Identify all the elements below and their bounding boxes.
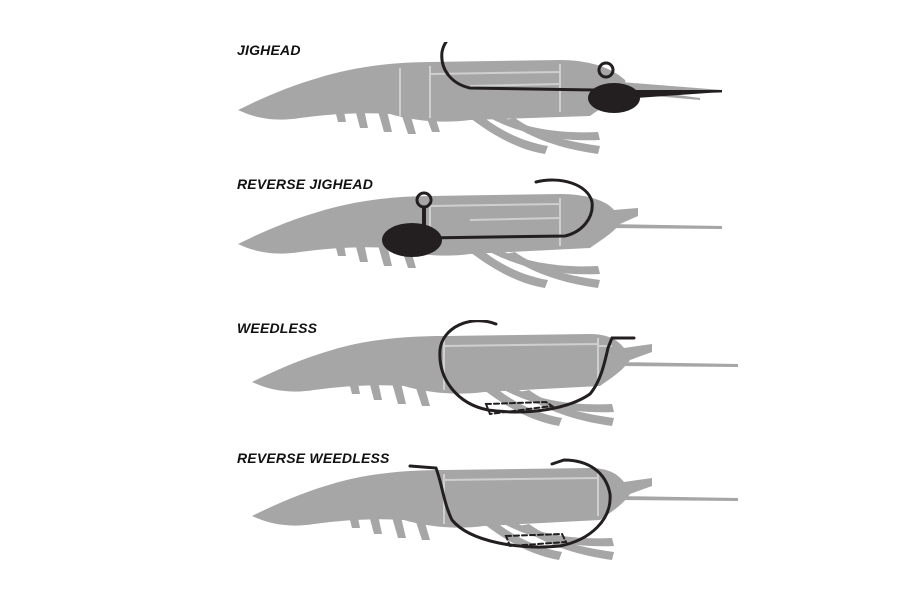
shrimp-lure (238, 194, 722, 288)
hook (408, 458, 612, 549)
shrimp-segment-lines (443, 338, 612, 390)
shrimp-segment-lines (399, 64, 561, 118)
hook (438, 320, 636, 416)
reverse-weedless-rig-illustration (252, 458, 738, 560)
rig-title-reverse-jighead: REVERSE JIGHEAD (237, 176, 374, 192)
rig-weedless: WEEDLESS (0, 320, 900, 470)
jighead-rig-illustration (238, 42, 722, 154)
weedless-rig-illustration (252, 320, 738, 426)
rig-title-reverse-weedless: REVERSE WEEDLESS (237, 450, 390, 466)
hook (440, 42, 597, 92)
rig-reverse-weedless: REVERSE WEEDLESS (0, 450, 900, 600)
shrimp-lure (252, 334, 738, 426)
rig-title-weedless: WEEDLESS (237, 320, 318, 336)
hook (422, 178, 594, 240)
jighead-weight (382, 191, 442, 257)
rig-title-jighead: JIGHEAD (237, 42, 301, 58)
jighead-weight (588, 61, 722, 113)
reverse-jighead-rig-illustration (238, 178, 722, 288)
shrimp-lure (252, 468, 738, 560)
rig-jighead: JIGHEAD (0, 42, 900, 192)
shrimp-segment-lines (429, 198, 561, 252)
rig-reverse-jighead: REVERSE JIGHEAD (0, 176, 900, 326)
